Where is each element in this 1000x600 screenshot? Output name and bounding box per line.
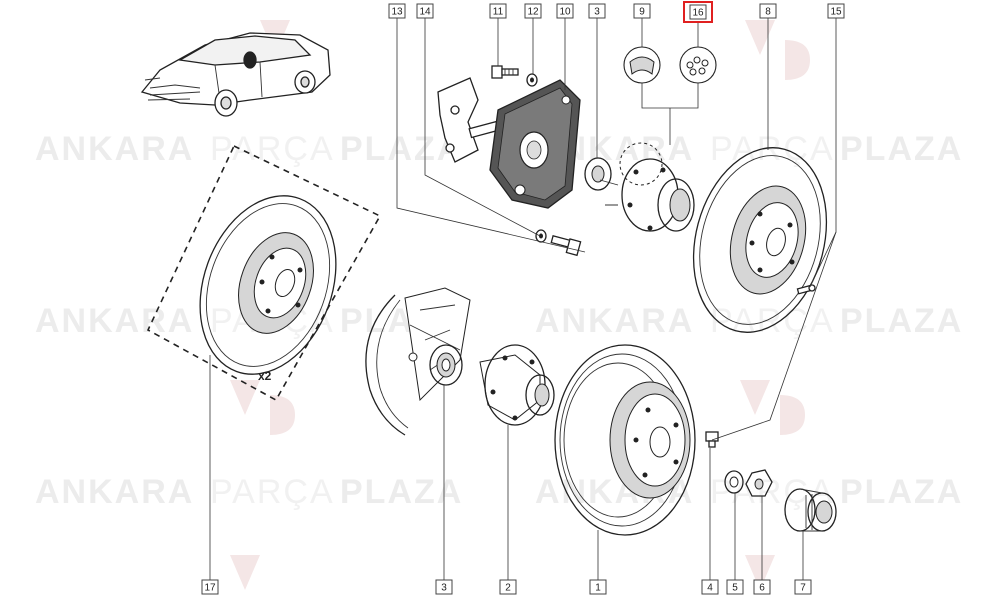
axle-plate-10 xyxy=(489,79,581,209)
callout-8-label: 8 xyxy=(765,7,771,18)
seal-ring-3-top xyxy=(584,157,612,191)
watermark-word-parca: PARÇA xyxy=(710,130,835,168)
callout-7[interactable]: 7 xyxy=(794,579,812,595)
leader-lines xyxy=(209,18,837,580)
callouts-bottom: 17 3 2 1 4 5 6 7 xyxy=(201,579,812,595)
screw-15 xyxy=(796,284,816,295)
stub-axle xyxy=(437,77,500,163)
callout-17[interactable]: 17 xyxy=(201,579,219,595)
hub-2 xyxy=(479,344,555,426)
watermark-row-1: ANKARA PARÇA PLAZA ANKARA PARÇA PLAZA xyxy=(35,130,963,168)
brake-disc-8 xyxy=(692,147,828,333)
callout-6[interactable]: 6 xyxy=(753,579,771,595)
callouts-top: 13 14 11 12 10 3 9 16 xyxy=(388,1,845,23)
car-illustration xyxy=(140,32,331,117)
bolt-13 xyxy=(550,234,582,257)
callout-13[interactable]: 13 xyxy=(388,3,406,19)
brake-drum-1 xyxy=(554,344,696,536)
callout-15-label: 15 xyxy=(830,7,842,18)
optional-disc-frame: x2 xyxy=(146,144,382,402)
bearing-3-bottom xyxy=(429,344,463,386)
callout-3-top[interactable]: 3 xyxy=(588,3,606,19)
callout-4-label: 4 xyxy=(707,583,713,594)
watermark-word-ankara: ANKARA xyxy=(35,130,194,168)
dashed-frame xyxy=(146,144,382,402)
brake-disc-17 xyxy=(199,195,337,375)
callout-2-label: 2 xyxy=(505,583,511,594)
leader-13 xyxy=(396,18,586,253)
inset-detail-9 xyxy=(623,46,661,84)
hub-cap-7 xyxy=(784,488,837,532)
callout-13-label: 13 xyxy=(391,7,403,18)
callout-5[interactable]: 5 xyxy=(726,579,744,595)
washer-5 xyxy=(724,470,744,494)
bolt-4 xyxy=(705,431,719,448)
washer-12 xyxy=(526,73,538,87)
watermark-word-plaza: PLAZA xyxy=(340,130,463,168)
leader-15b xyxy=(711,231,837,441)
callout-2[interactable]: 2 xyxy=(499,579,517,595)
callout-11[interactable]: 11 xyxy=(489,3,507,19)
callout-14[interactable]: 14 xyxy=(416,3,434,19)
callout-4[interactable]: 4 xyxy=(701,579,719,595)
callout-3-bottom-label: 3 xyxy=(441,583,447,594)
callout-8[interactable]: 8 xyxy=(759,3,777,19)
callout-16-highlighted[interactable]: 16 xyxy=(683,1,713,23)
watermark-word-parca: PARÇA xyxy=(210,473,335,511)
callout-3-top-label: 3 xyxy=(594,7,600,18)
callout-16-label: 16 xyxy=(692,8,704,19)
callout-6-label: 6 xyxy=(759,583,765,594)
watermark-word-plaza: PLAZA xyxy=(340,473,463,511)
callout-5-label: 5 xyxy=(732,583,738,594)
watermark-word-parca: PARÇA xyxy=(210,130,335,168)
watermark-word-ankara: ANKARA xyxy=(535,302,694,340)
watermark-word-parca: PARÇA xyxy=(710,302,835,340)
watermark-word-plaza: PLAZA xyxy=(840,302,963,340)
callout-1-label: 1 xyxy=(595,583,601,594)
backing-plate xyxy=(365,287,471,436)
watermark-row-2: ANKARA PARÇA PLAZA ANKARA PARÇA PLAZA xyxy=(35,302,963,340)
callout-1[interactable]: 1 xyxy=(589,579,607,595)
callout-10[interactable]: 10 xyxy=(556,3,574,19)
nut-6 xyxy=(745,469,773,497)
watermark-word-plaza: PLAZA xyxy=(840,473,963,511)
washer-14 xyxy=(535,229,547,243)
callout-14-label: 14 xyxy=(419,7,431,18)
callout-10-label: 10 xyxy=(559,7,571,18)
callout-9[interactable]: 9 xyxy=(633,3,651,19)
bolt-11 xyxy=(491,65,519,79)
callout-12-label: 12 xyxy=(527,7,539,18)
callout-11-label: 11 xyxy=(493,7,504,18)
callout-9-label: 9 xyxy=(639,7,645,18)
detail-circle xyxy=(619,142,663,186)
watermark: ANKARA PARÇA PLAZA ANKARA PARÇA PLAZA AN… xyxy=(35,20,963,590)
watermark-row-3: ANKARA PARÇA PLAZA ANKARA PARÇA PLAZA xyxy=(35,473,963,511)
leader-14 xyxy=(424,18,541,237)
watermark-word-ankara: ANKARA xyxy=(35,473,194,511)
hub-9 xyxy=(599,158,695,232)
callout-15[interactable]: 15 xyxy=(827,3,845,19)
watermark-word-plaza: PLAZA xyxy=(840,130,963,168)
highlight-frame xyxy=(683,1,713,23)
callout-3-bottom[interactable]: 3 xyxy=(435,579,453,595)
callout-12[interactable]: 12 xyxy=(524,3,542,19)
inset-detail-16 xyxy=(679,46,717,84)
watermark-word-ankara: ANKARA xyxy=(35,302,194,340)
multiplier-label: x2 xyxy=(258,369,272,383)
callout-7-label: 7 xyxy=(800,583,806,594)
callout-17-label: 17 xyxy=(204,583,216,594)
